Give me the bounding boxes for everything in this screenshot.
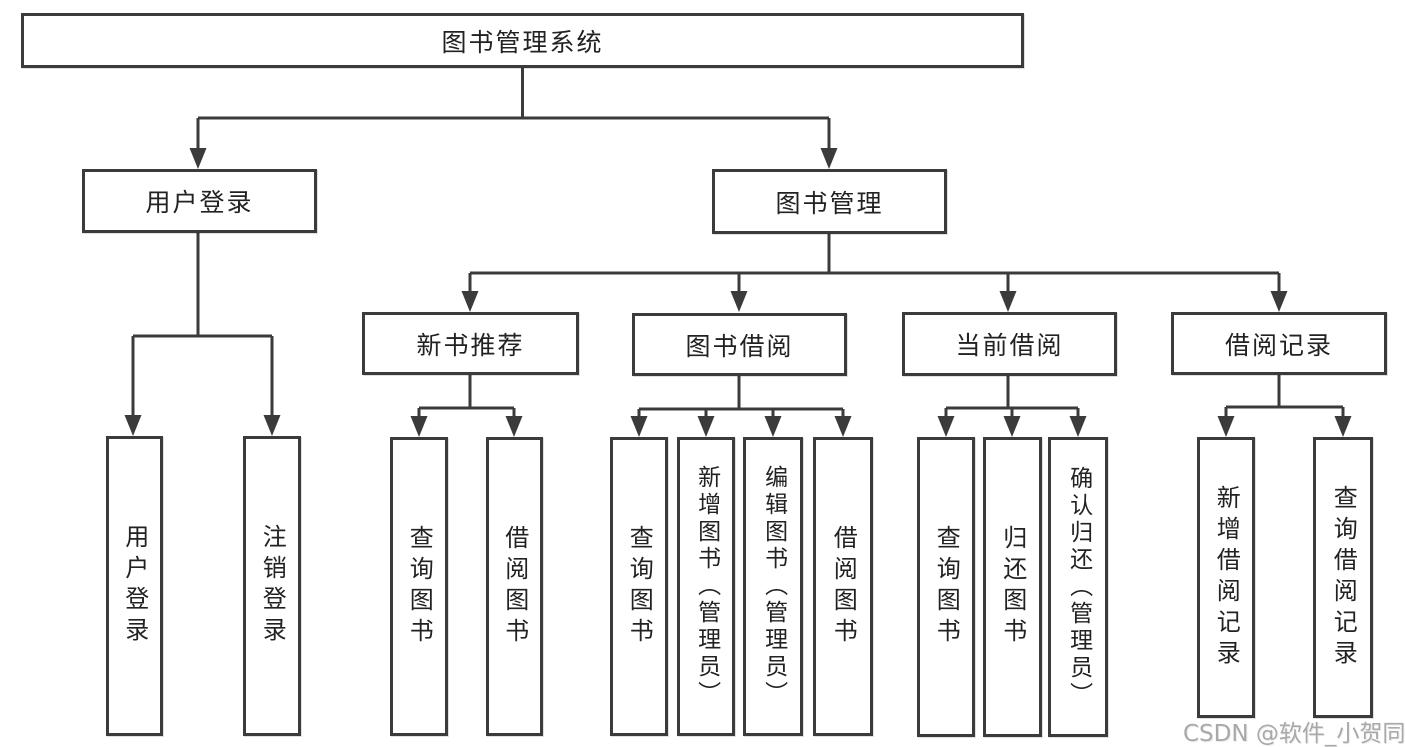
node-new-book-recommendation: 新书推荐 [362, 312, 579, 375]
leaf-newbook-borrow-books: 借阅图书 [486, 437, 543, 736]
node-label: 查询图书 [625, 524, 654, 649]
node-label: 图书管理 [775, 188, 884, 218]
node-label: 图书借阅 [685, 331, 794, 361]
node-label: 查询借阅记录 [1329, 484, 1358, 671]
leaf-logout: 注销登录 [243, 436, 301, 736]
leaf-records-add-record: 新增借阅记录 [1197, 437, 1255, 718]
node-label: 用户登录 [145, 188, 254, 217]
node-label: 当前借阅 [955, 331, 1064, 360]
leaf-current-confirm-return-admin: 确认归还（管理员） [1048, 437, 1108, 737]
leaf-borrow-edit-books-admin: 编辑图书（管理员） [743, 437, 803, 736]
node-borrowing-records: 借阅记录 [1171, 312, 1387, 375]
leaf-borrow-borrow-books: 借阅图书 [813, 437, 873, 736]
node-label: 图书管理系统 [441, 27, 604, 57]
node-label: 编辑图书（管理员） [760, 465, 787, 708]
node-label: 借阅记录 [1224, 330, 1333, 360]
node-label: 借阅图书 [829, 524, 858, 649]
leaf-records-query-record: 查询借阅记录 [1313, 437, 1373, 718]
node-label: 注销登录 [258, 524, 287, 648]
node-label: 借阅图书 [500, 524, 529, 649]
node-root: 图书管理系统 [21, 13, 1024, 68]
node-book-management: 图书管理 [712, 169, 947, 234]
node-label: 新书推荐 [416, 330, 525, 360]
node-current-borrowing: 当前借阅 [902, 312, 1117, 376]
node-label: 新增借阅记录 [1212, 484, 1241, 671]
node-label: 用户登录 [120, 524, 149, 648]
leaf-borrow-query-books: 查询图书 [610, 437, 668, 736]
leaf-user-login: 用户登录 [106, 436, 163, 736]
node-label: 确认归还（管理员） [1065, 465, 1092, 709]
leaf-current-query-books: 查询图书 [917, 437, 975, 737]
leaf-newbook-query-books: 查询图书 [390, 437, 448, 736]
node-label: 归还图书 [998, 525, 1027, 649]
node-user-login: 用户登录 [82, 169, 317, 233]
node-book-borrowing: 图书借阅 [632, 313, 847, 376]
node-label: 查询图书 [932, 525, 961, 649]
leaf-borrow-add-books-admin: 新增图书（管理员） [677, 437, 735, 736]
leaf-current-return-books: 归还图书 [983, 437, 1042, 737]
node-label: 查询图书 [405, 524, 434, 649]
node-label: 新增图书（管理员） [693, 465, 720, 708]
watermark: CSDN @软件_小贺同学 [1183, 721, 1405, 747]
